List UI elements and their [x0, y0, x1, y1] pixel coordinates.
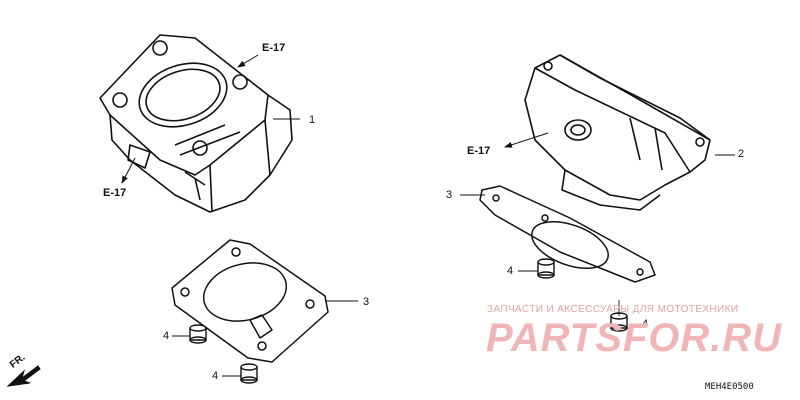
callout-1: 1: [309, 114, 316, 126]
leader-lines: [172, 118, 735, 377]
ref-e17-left-lower: E-17: [103, 187, 127, 199]
reference-arrows: [121, 54, 549, 184]
watermark-tagline: ЗАПЧАСТИ И АКСЕССУАРЫ ДЛЯ МОТОТЕХНИКИ: [487, 304, 739, 315]
ref-e17-right: E-17: [467, 145, 491, 157]
callout-3-left: 3: [363, 296, 370, 308]
callout-4-right-b: 4: [642, 318, 649, 330]
left-gasket: [171, 239, 329, 363]
callout-4-left-b: 4: [212, 370, 219, 382]
callout-3-right: 3: [446, 189, 453, 201]
watermark-brand: PARTSFOR.RU: [486, 316, 783, 360]
right-cylinder: [524, 54, 711, 211]
fr-direction-arrow: [6, 365, 41, 387]
callout-4-right-a: 4: [507, 265, 514, 277]
right-gasket: [479, 185, 656, 283]
callout-4-left-a: 4: [163, 330, 170, 342]
left-cylinder: [99, 34, 293, 213]
callout-2: 2: [738, 148, 745, 160]
diagram-code: MEH4E0500: [705, 382, 754, 392]
ref-e17-left-upper: E-17: [262, 42, 286, 54]
left-dowels: [189, 324, 258, 384]
